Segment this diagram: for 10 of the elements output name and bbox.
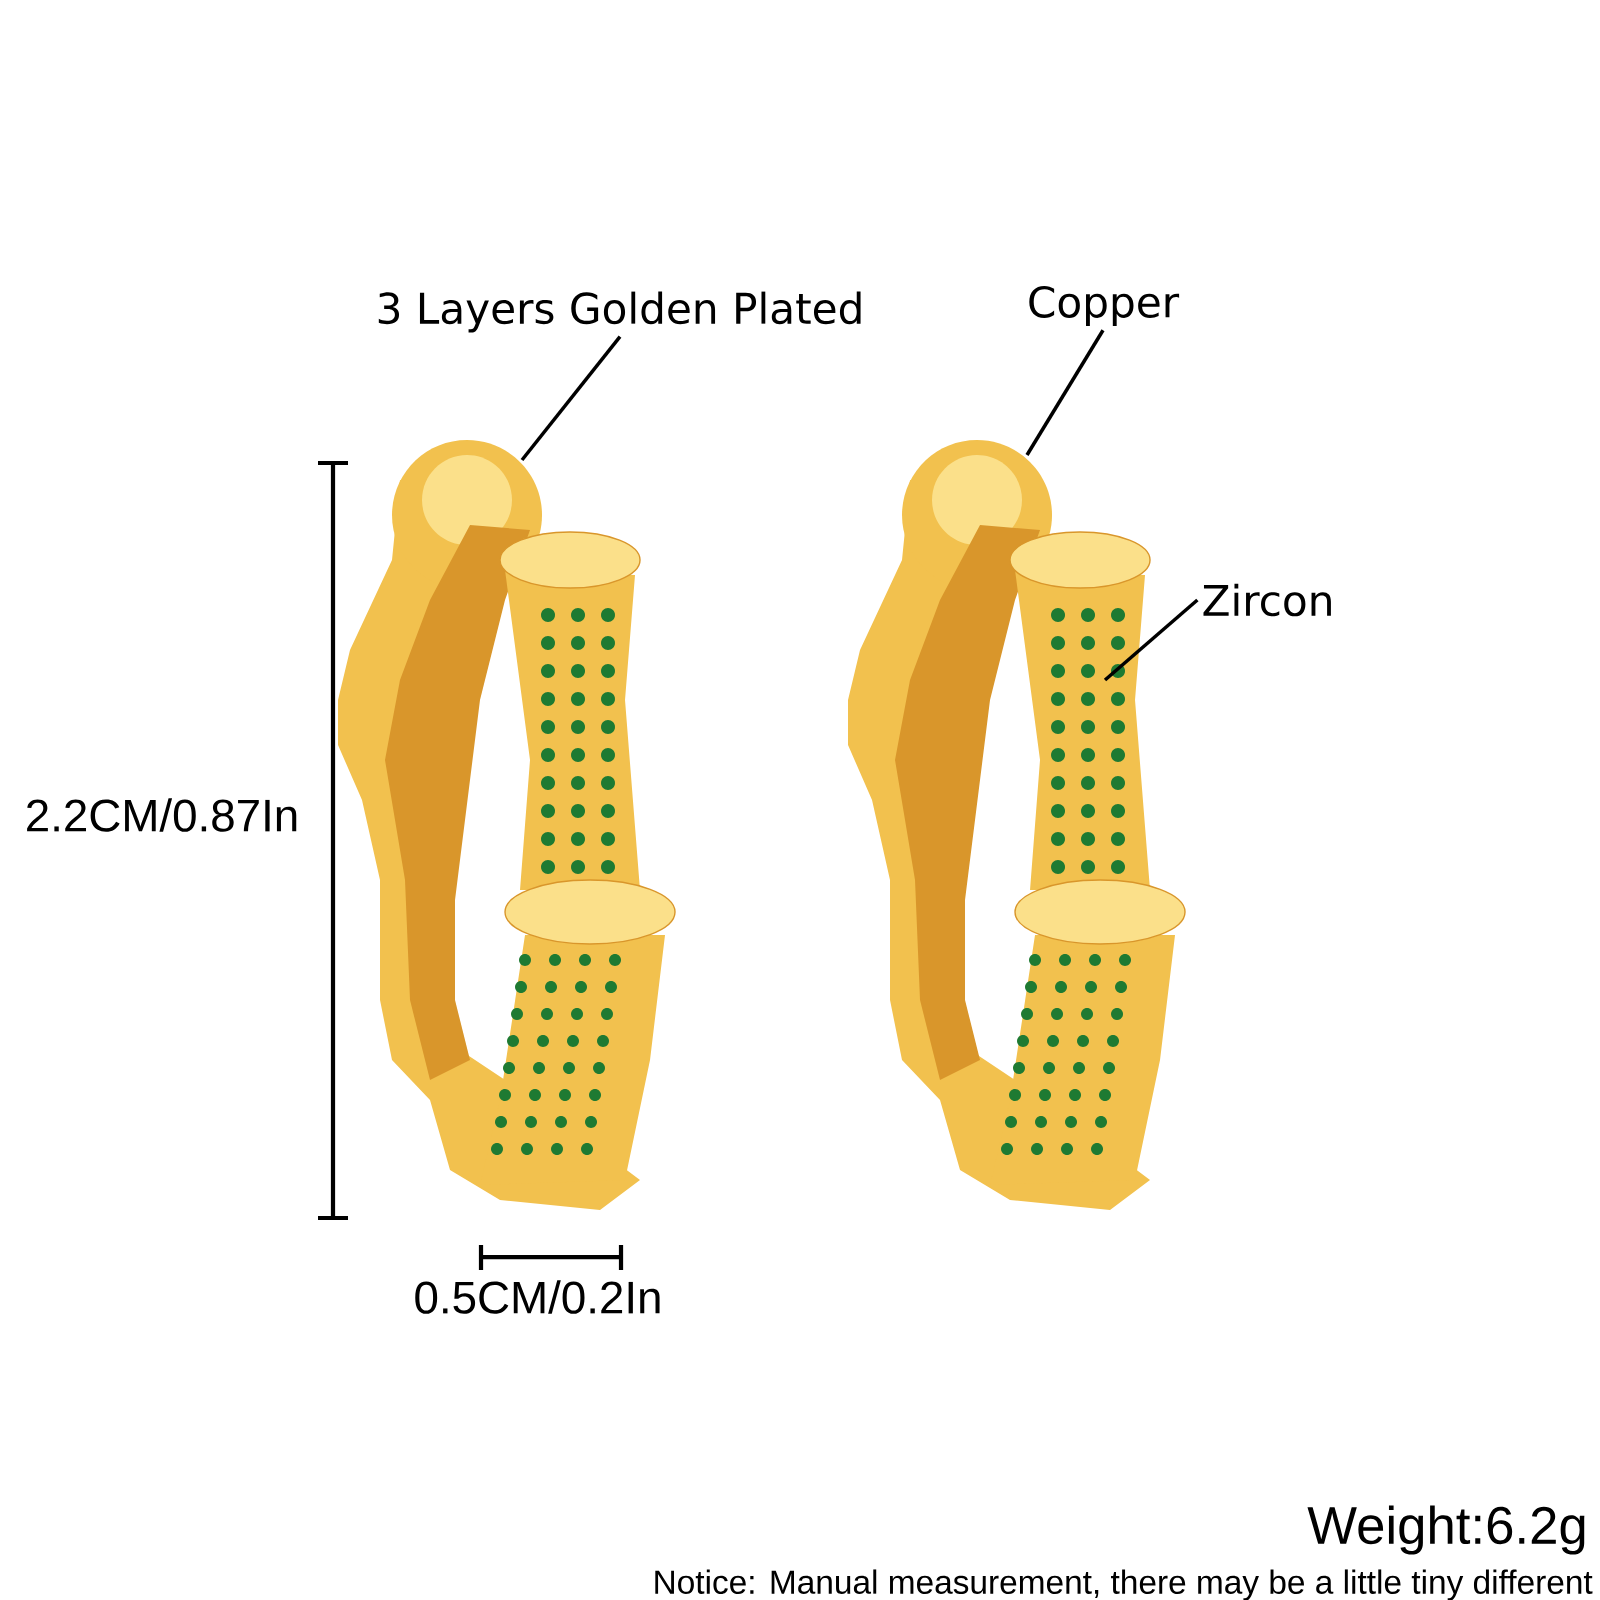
leader-line (520, 335, 622, 462)
callout-label: Copper (1029, 285, 1180, 327)
earring-drawing (848, 440, 1186, 1210)
callout-label: Zircon (1203, 583, 1331, 617)
leader-line (1025, 329, 1105, 456)
callout-label: 3 Layers Golden Plated (378, 291, 861, 333)
earring-drawing (338, 440, 676, 1210)
weight-label: Weight:6.2g (1307, 1505, 1585, 1555)
dimension-label: 0.5CM/0.2In (415, 1280, 660, 1314)
notice-text: Notice: Manual measurement, there may be a little tiny different (655, 1569, 1593, 1600)
